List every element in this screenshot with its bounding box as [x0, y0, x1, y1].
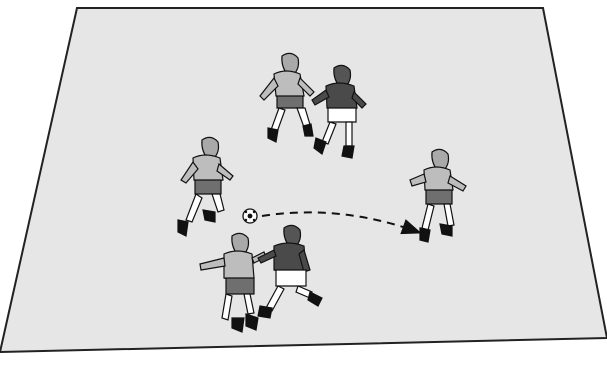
soccer-ball	[243, 209, 257, 223]
pitch	[0, 8, 607, 352]
